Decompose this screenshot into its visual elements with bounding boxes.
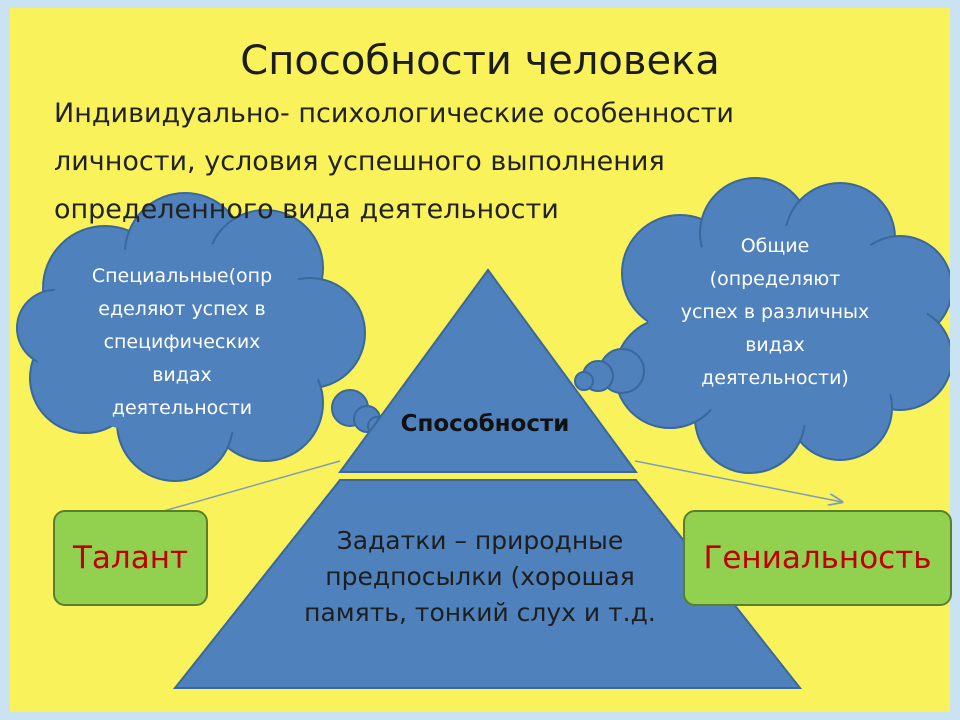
right-cloud-line: успех в различных bbox=[680, 301, 870, 323]
pyramid-top-label: Способности bbox=[400, 411, 570, 437]
left-cloud-line: видах bbox=[152, 364, 212, 386]
left-cloud-line: Специальные(опр bbox=[91, 265, 273, 287]
right-cloud-line: видах bbox=[745, 334, 805, 356]
diagram-canvas bbox=[16, 177, 950, 689]
right-cloud-line: (определяют bbox=[709, 268, 841, 290]
right-cloud-line: Общие bbox=[740, 235, 810, 257]
right-cloud-text: Общие (определяют успех в различных вида… bbox=[655, 230, 895, 395]
pyramid-base-section bbox=[172, 479, 803, 689]
right-cloud-line: деятельности) bbox=[701, 367, 849, 389]
arrow-to-genius bbox=[634, 460, 842, 502]
page-title: Способности человека bbox=[240, 38, 720, 84]
talent-box: Талант bbox=[53, 510, 208, 606]
pyramid-base-label: Задатки – природные предпосылки (хорошая… bbox=[275, 523, 685, 631]
left-cloud-line: специфических bbox=[103, 331, 261, 353]
left-cloud-text: Специальные(опр еделяют успех в специфич… bbox=[52, 260, 312, 425]
definition-line: Индивидуально- психологические особеннос… bbox=[54, 98, 734, 129]
pyramid-base-line: предпосылки (хорошая bbox=[325, 562, 635, 591]
pyramid-base-line: Задатки – природные bbox=[336, 526, 624, 555]
slide: Способности человека Индивидуально- псих… bbox=[10, 8, 952, 712]
left-thought-cloud bbox=[16, 192, 387, 482]
definition-line: определенного вида деятельности bbox=[54, 194, 559, 225]
genius-box: Гениальность bbox=[683, 510, 952, 606]
definition-text: Индивидуально- психологические особеннос… bbox=[54, 90, 874, 234]
pyramid-top-section bbox=[338, 268, 638, 473]
definition-line: личности, условия успешного выполнения bbox=[54, 146, 665, 177]
left-cloud-line: деятельности bbox=[111, 397, 253, 419]
left-cloud-line: еделяют успех в bbox=[98, 298, 266, 320]
pyramid-base-line: память, тонкий слух и т.д. bbox=[304, 598, 656, 627]
right-thought-cloud bbox=[574, 177, 950, 474]
